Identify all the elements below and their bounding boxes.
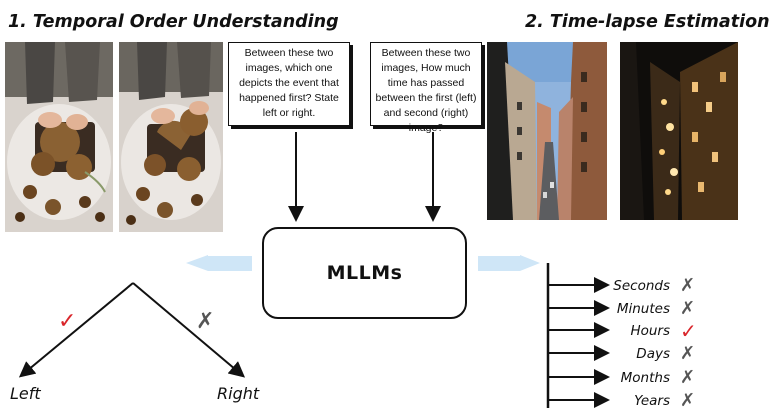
cross-icon: ✗ [680,298,696,319]
mllm-box: MLLMs [262,227,467,319]
arrow-icon [18,282,134,378]
cross-icon: ✗ [680,367,696,388]
cross-icon: ✗ [680,390,696,411]
arrow-icon [132,282,246,378]
check-icon: ✓ [680,319,697,343]
time-lapse-title: 2. Time-lapse Estimation [525,12,770,32]
street-photo-day [487,42,607,220]
arrow-icon [186,255,252,271]
branch-label-left: Left [10,384,41,403]
branch-label-right: Right [217,384,260,403]
street-photo-night [620,42,738,220]
time-option-days: Days [636,346,670,362]
time-option-years: Years [634,393,670,409]
temporal-order-question: Between these two images, which one depi… [228,42,350,126]
time-option-seconds: Seconds [613,278,670,294]
cross-icon: ✗ [196,309,215,334]
temporal-order-title: 1. Temporal Order Understanding [8,12,339,32]
cross-icon: ✗ [680,343,696,364]
time-option-hours: Hours [630,323,670,339]
check-icon: ✓ [58,309,77,334]
time-lapse-question: Between these two images, How much time … [370,42,482,134]
cookie-photo-first [5,42,113,232]
cookie-photo-second [119,42,223,232]
connector-arrows [18,132,610,408]
time-option-minutes: Minutes [616,301,670,317]
arrow-icon [478,255,540,271]
time-option-months: Months [620,370,670,386]
cross-icon: ✗ [680,275,696,296]
